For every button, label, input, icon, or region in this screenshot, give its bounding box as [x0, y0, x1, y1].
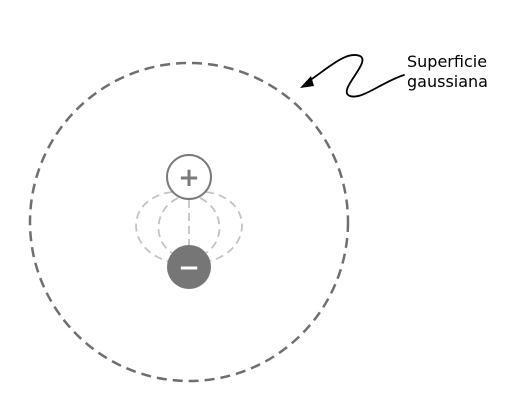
field-line-outer-left — [135, 191, 173, 263]
positive-charge-symbol: + — [178, 163, 200, 193]
arrowhead-icon — [300, 76, 314, 88]
pointer-curve — [305, 54, 405, 98]
gaussian-surface-label: Superficie gaussiana — [407, 52, 488, 92]
field-lines — [135, 191, 243, 263]
annotation-pointer — [300, 54, 405, 98]
label-line-1: Superficie — [407, 52, 488, 71]
positive-charge-circle — [166, 154, 212, 200]
negative-charge-circle — [167, 245, 211, 289]
label-line-2: gaussiana — [407, 72, 488, 91]
negative-charge: − — [167, 245, 211, 289]
gaussian-surface — [28, 61, 350, 383]
field-line-outer-right — [205, 191, 243, 263]
field-line-inner-right — [199, 197, 221, 257]
positive-charge: + — [166, 154, 212, 200]
field-line-inner-left — [157, 197, 179, 257]
negative-charge-symbol: − — [178, 253, 200, 283]
